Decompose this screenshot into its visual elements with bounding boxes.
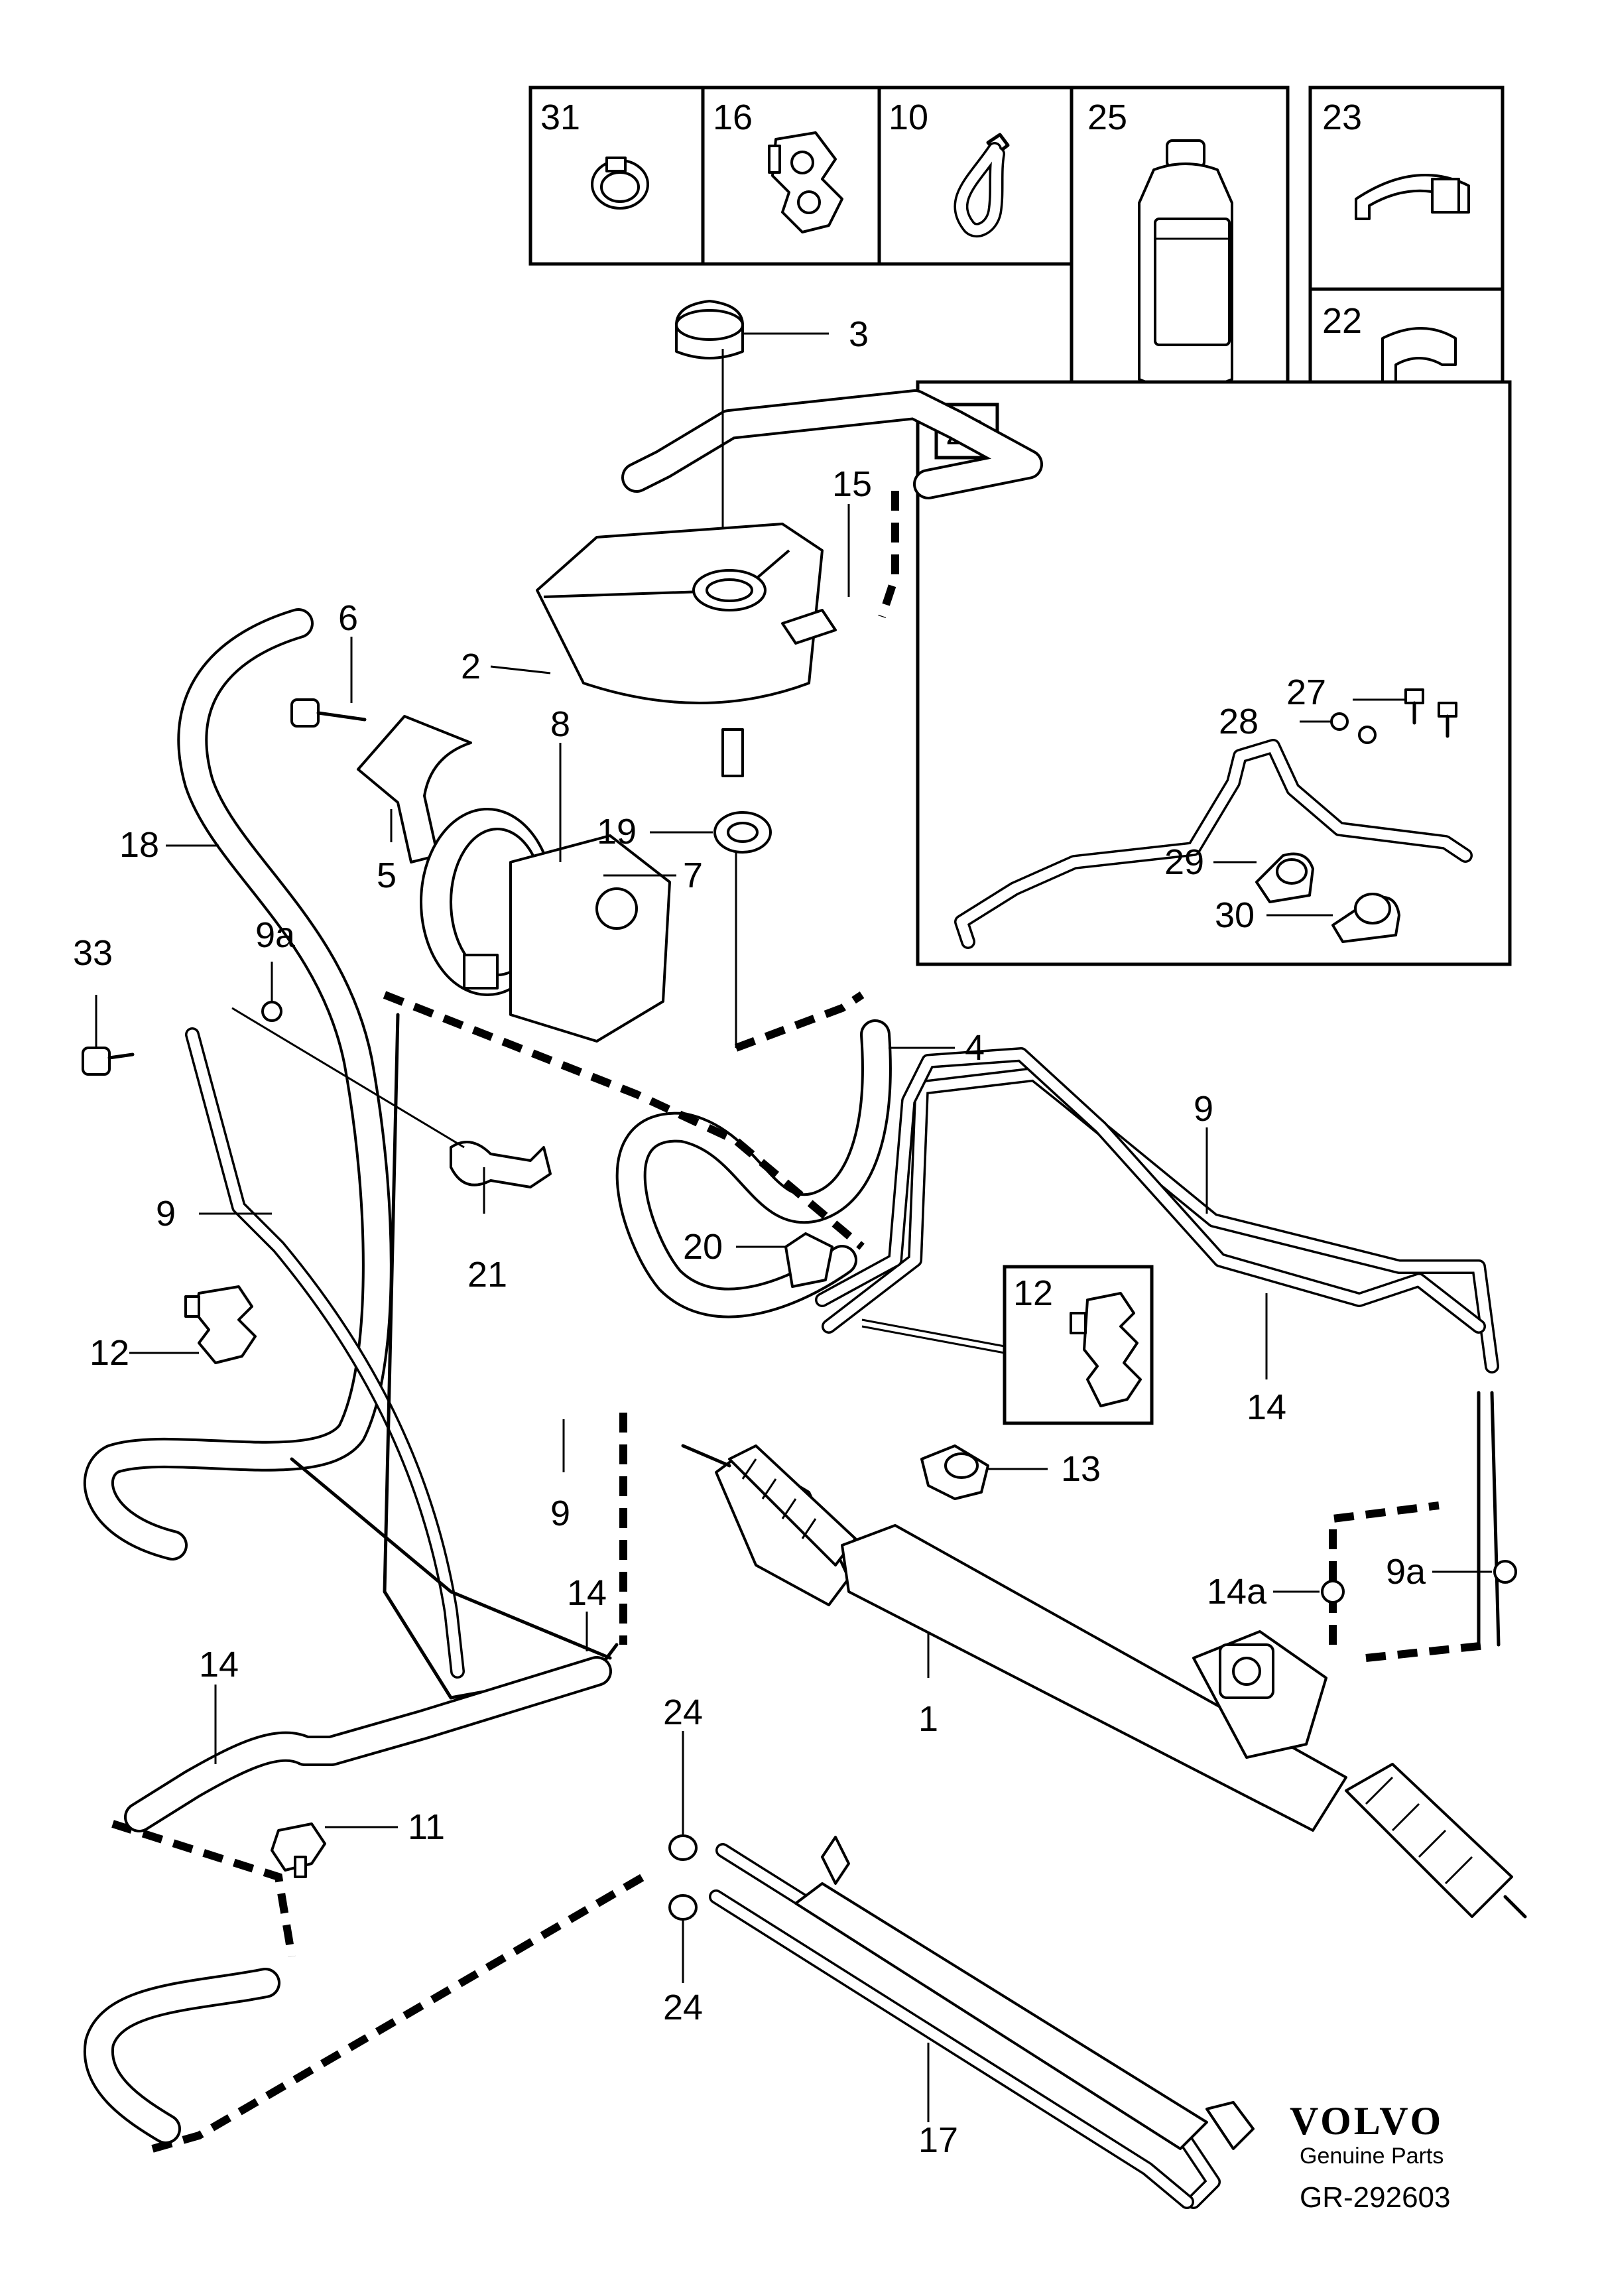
callout-29: 29 — [1164, 842, 1204, 882]
callout-20: 20 — [683, 1227, 723, 1267]
inset-box-31-number: 31 — [540, 97, 580, 137]
inset-box-12: 12 — [861, 1265, 1154, 1425]
o-ring-9a-right-icon — [1493, 1560, 1517, 1584]
callout-18: 18 — [119, 825, 159, 865]
clip-21-icon — [450, 1141, 552, 1188]
bolt-27-icon — [1404, 688, 1457, 738]
callout-15: 15 — [832, 464, 872, 504]
volvo-brand-block: VOLVO Genuine Parts GR-292603 — [1290, 2099, 1450, 2214]
callout-6: 6 — [338, 598, 358, 638]
inset-box-31: 31 — [528, 86, 705, 266]
inset-box-16: 16 — [701, 86, 881, 266]
cable-tie-part — [954, 133, 1010, 237]
dashed-routing-lines — [111, 491, 1493, 2153]
inset-box-23-number: 23 — [1322, 97, 1362, 137]
o-ring-9a-top-icon — [261, 1001, 282, 1022]
callout-9a-top: 9a — [255, 915, 296, 955]
hose-clamp-part — [591, 157, 649, 210]
callout-1: 1 — [918, 1699, 938, 1739]
callout-14-right: 14 — [1247, 1387, 1286, 1427]
callout-14-left: 14 — [199, 1645, 239, 1685]
callout-9-left: 9 — [156, 1194, 176, 1234]
callout-21: 21 — [467, 1255, 507, 1295]
pressure-lines-9-14 — [815, 1047, 1501, 1647]
callout-17: 17 — [918, 2120, 958, 2160]
callout-27: 27 — [1286, 672, 1326, 712]
double-pipe-clip-part — [768, 131, 843, 233]
callout-33: 33 — [73, 933, 113, 973]
callout-19: 19 — [597, 812, 637, 852]
hose-14-lower — [83, 1656, 612, 2144]
callout-7: 7 — [683, 856, 703, 895]
inset-box-25: 25 — [1070, 86, 1290, 436]
callout-5: 5 — [377, 856, 397, 895]
callout-12-left: 12 — [90, 1333, 129, 1373]
steering-fluid-bottle-icon — [1138, 139, 1233, 391]
callout-28: 28 — [1219, 702, 1259, 741]
clip-12-left-icon — [184, 1285, 257, 1364]
inset-box-22-number: 22 — [1322, 301, 1362, 341]
inset-box-10: 10 — [877, 86, 1074, 266]
callout-14-mid: 14 — [567, 1573, 607, 1613]
rack-bellows-left-icon — [728, 1444, 857, 1566]
bolt-6-icon — [290, 698, 367, 728]
clamp-24-top-icon — [668, 1834, 698, 1861]
nut-28-icon — [1330, 712, 1377, 744]
callout-14a: 14a — [1207, 1572, 1267, 1612]
callout-24-bottom: 24 — [663, 1988, 703, 2027]
inset-box-10-number: 10 — [889, 97, 928, 137]
clip-21-leader-line — [231, 1007, 465, 1149]
power-steering-pump-part — [420, 808, 671, 1043]
triple-clip-part — [1070, 1292, 1142, 1407]
rack-bellows-right-icon — [1345, 1763, 1513, 1918]
clip-20-icon — [784, 1232, 833, 1288]
clip-29-icon — [1255, 852, 1314, 903]
callout-4: 4 — [965, 1028, 985, 1068]
callout-9-mid: 9 — [550, 1494, 570, 1533]
callout-3: 3 — [849, 314, 869, 354]
inset-box-25-number: 25 — [1087, 97, 1127, 137]
clip-13-icon — [920, 1444, 989, 1500]
clamp-24-bottom-icon — [668, 1894, 698, 1921]
half-clamp-part — [1355, 174, 1470, 220]
oil-cooler-17-part — [709, 1836, 1255, 2209]
steering-return-line-part — [954, 739, 1473, 949]
reservoir-cap-part — [675, 300, 744, 359]
bolt-33-icon — [82, 1047, 135, 1076]
hose-4 — [615, 1019, 892, 1318]
callout-30: 30 — [1215, 895, 1255, 935]
brand-name: VOLVO — [1290, 2099, 1444, 2143]
return-hose-top — [621, 389, 1043, 499]
pressure-tube-9-left — [185, 1013, 619, 1700]
fluid-reservoir-part — [536, 523, 837, 777]
inset-box-12-number: 12 — [1013, 1273, 1053, 1313]
callout-labels: 3 15 2 6 8 19 18 7 5 33 9a 4 9 9 21 20 1… — [73, 314, 1426, 2160]
callout-13: 13 — [1061, 1449, 1101, 1489]
callout-11: 11 — [408, 1807, 445, 1847]
callout-24-top: 24 — [663, 1692, 703, 1732]
callout-2: 2 — [461, 647, 481, 686]
clip-11-icon — [271, 1822, 326, 1878]
clip-19-icon — [713, 811, 772, 854]
inset-box-23: 23 — [1308, 86, 1505, 291]
o-ring-14a-icon — [1321, 1580, 1345, 1604]
leader-lines — [95, 332, 1492, 2122]
brand-tagline: Genuine Parts — [1300, 2143, 1444, 2169]
hose-18 — [83, 608, 393, 1561]
callout-8: 8 — [550, 704, 570, 744]
clip-30-icon — [1331, 893, 1400, 943]
callout-9-right: 9 — [1194, 1089, 1213, 1129]
steering-rack-part — [681, 1444, 1527, 1919]
inset-box-16-number: 16 — [713, 97, 753, 137]
callout-9a-right: 9a — [1386, 1552, 1426, 1592]
diagram-code: GR-292603 — [1300, 2181, 1450, 2214]
